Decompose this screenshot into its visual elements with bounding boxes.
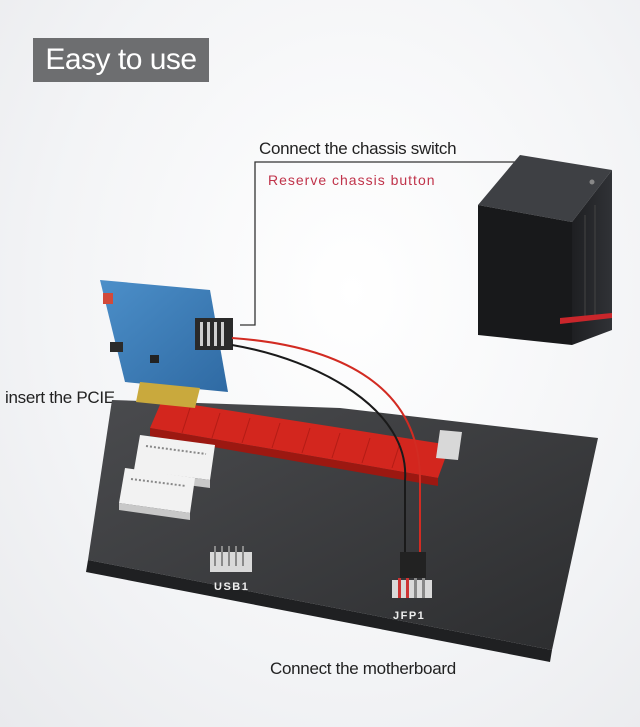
motherboard-base	[86, 400, 598, 662]
tower-power-icon	[589, 179, 595, 185]
pcie-x16-slot	[150, 400, 462, 486]
power-button-icon	[103, 293, 113, 304]
label-insert-pcie: insert the PCIE	[5, 388, 115, 407]
label-reserve-chassis-button: Reserve chassis button	[268, 172, 436, 188]
label-connect-chassis-switch: Connect the chassis switch	[259, 139, 457, 158]
cable-black	[231, 344, 407, 555]
pcie-power-switch-card	[100, 280, 233, 408]
label-connect-motherboard: Connect the motherboard	[270, 659, 456, 678]
usb1-header: USB1	[210, 546, 252, 593]
jfp1-label: JFP1	[393, 610, 425, 622]
pc-tower	[478, 155, 612, 345]
cable-connector	[400, 552, 426, 578]
pcie-x1-slot-lower	[119, 468, 195, 520]
title-badge: Easy to use	[33, 38, 209, 82]
tower-red-stripe	[560, 313, 612, 324]
jfp1-header: JFP1	[392, 578, 432, 622]
usb1-label: USB1	[214, 581, 249, 593]
cable-red	[231, 337, 421, 555]
